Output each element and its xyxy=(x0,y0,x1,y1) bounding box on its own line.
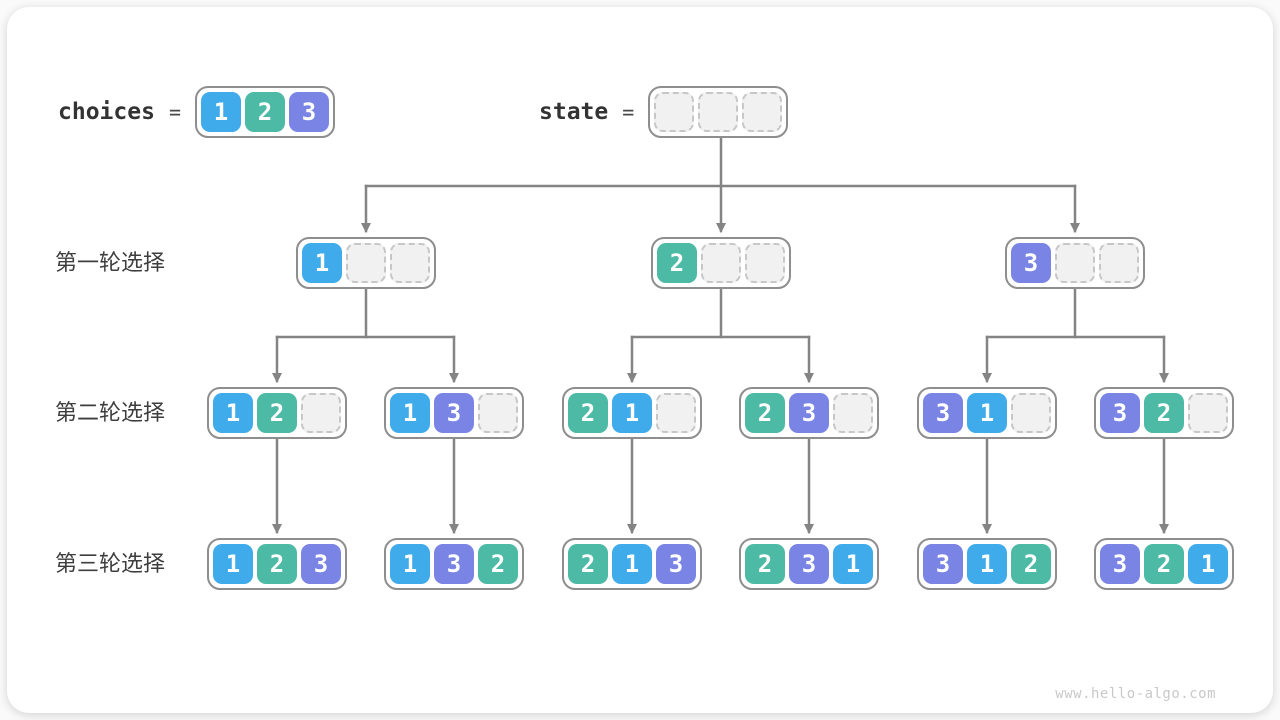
cell-value-3: 3 xyxy=(789,393,829,433)
cell-value-3: 3 xyxy=(1100,544,1140,584)
cell-value-2: 2 xyxy=(1144,544,1184,584)
cell-value-1: 1 xyxy=(1188,544,1228,584)
cell-value-2: 2 xyxy=(257,393,297,433)
row-label-round-1: 第一轮选择 xyxy=(55,250,166,275)
cell-value-1: 1 xyxy=(200,92,241,132)
cell-value-2: 2 xyxy=(568,544,608,584)
cell-empty xyxy=(745,243,785,283)
cell-value-1: 1 xyxy=(612,544,652,584)
cell-empty xyxy=(301,393,341,433)
state-node-3: 3 xyxy=(1005,237,1145,289)
cell-value-2: 2 xyxy=(478,544,518,584)
cell-value-2: 2 xyxy=(244,92,285,132)
cell-value-2: 2 xyxy=(1011,544,1051,584)
cell-value-1: 1 xyxy=(213,393,253,433)
cell-empty xyxy=(1055,243,1095,283)
cell-value-1: 1 xyxy=(967,544,1007,584)
cell-empty xyxy=(701,243,741,283)
cell-value-3: 3 xyxy=(656,544,696,584)
cell-value-3: 3 xyxy=(288,92,329,132)
cell-value-3: 3 xyxy=(434,393,474,433)
cell-empty xyxy=(698,92,739,132)
cell-value-2: 2 xyxy=(1144,393,1184,433)
cell-value-3: 3 xyxy=(1100,393,1140,433)
cell-empty xyxy=(1011,393,1051,433)
cell-empty xyxy=(390,243,430,283)
cell-value-1: 1 xyxy=(390,544,430,584)
cell-value-1: 1 xyxy=(213,544,253,584)
cell-value-2: 2 xyxy=(568,393,608,433)
cell-value-1: 1 xyxy=(967,393,1007,433)
cell-value-3: 3 xyxy=(923,393,963,433)
cell-empty xyxy=(654,92,695,132)
state-node-2: 2 xyxy=(651,237,791,289)
cell-empty xyxy=(478,393,518,433)
state-group: state = xyxy=(539,86,789,138)
cell-empty xyxy=(833,393,873,433)
cell-empty xyxy=(656,393,696,433)
watermark: www.hello-algo.com xyxy=(1055,686,1216,702)
cell-value-2: 2 xyxy=(257,544,297,584)
cell-empty xyxy=(346,243,386,283)
state-box xyxy=(648,86,789,138)
cell-value-3: 3 xyxy=(789,544,829,584)
choices-label: choices xyxy=(58,99,155,125)
cell-value-1: 1 xyxy=(302,243,342,283)
row-label-round-3: 第三轮选择 xyxy=(55,551,166,576)
cell-empty xyxy=(742,92,783,132)
cell-empty xyxy=(1099,243,1139,283)
cell-value-2: 2 xyxy=(745,544,785,584)
cell-value-3: 3 xyxy=(434,544,474,584)
row-label-round-2: 第二轮选择 xyxy=(55,400,166,425)
cell-value-1: 1 xyxy=(833,544,873,584)
cell-value-1: 1 xyxy=(390,393,430,433)
cell-value-2: 2 xyxy=(745,393,785,433)
cell-value-2: 2 xyxy=(657,243,697,283)
cell-value-3: 3 xyxy=(301,544,341,584)
cell-value-3: 3 xyxy=(1011,243,1051,283)
cell-value-3: 3 xyxy=(923,544,963,584)
cell-empty xyxy=(1188,393,1228,433)
equals-sign: = xyxy=(622,100,635,124)
equals-sign: = xyxy=(168,100,181,124)
cell-value-1: 1 xyxy=(612,393,652,433)
state-node-1: 1 xyxy=(296,237,436,289)
state-label: state xyxy=(539,99,609,125)
